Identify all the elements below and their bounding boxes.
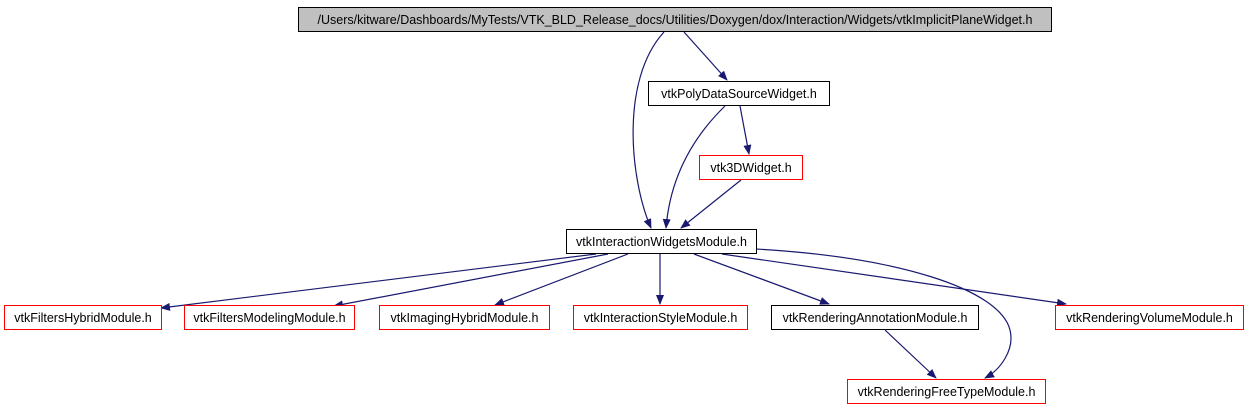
node-box [566, 229, 757, 254]
edge-iwm-to-fm [333, 253, 609, 309]
node-label: vtkRenderingFreeTypeModule.h [858, 385, 1036, 399]
node-box [573, 305, 748, 330]
edges-layer [160, 31, 1067, 379]
node-box [184, 305, 355, 330]
node-rf[interactable]: vtkRenderingFreeTypeModule.h [847, 379, 1046, 404]
edge-root-to-iwm [632, 31, 665, 229]
edge-root-to-polydata [683, 31, 728, 81]
edge-iwm-to-fh [160, 253, 597, 311]
node-label: vtkRenderingAnnotationModule.h [783, 311, 968, 325]
node-box [648, 81, 830, 106]
node-ra[interactable]: vtkRenderingAnnotationModule.h [771, 305, 979, 330]
edge-iwm-to-rv [721, 253, 1067, 307]
edge-polydata-to-w3d [739, 105, 752, 155]
node-fh[interactable]: vtkFiltersHybridModule.h [4, 305, 162, 330]
node-w3d[interactable]: vtk3DWidget.h [699, 155, 803, 180]
edge-iwm-to-rf [735, 247, 1012, 379]
node-label: vtkFiltersHybridModule.h [14, 311, 152, 325]
node-polydata[interactable]: vtkPolyDataSourceWidget.h [648, 81, 830, 106]
edge-polydata-to-iwm [662, 105, 726, 229]
node-box [379, 305, 550, 330]
edge-iwm-to-ra [693, 253, 830, 305]
node-iwm[interactable]: vtkInteractionWidgetsModule.h [566, 229, 757, 254]
node-label: vtkRenderingVolumeModule.h [1066, 311, 1233, 325]
node-label: /Users/kitware/Dashboards/MyTests/VTK_BL… [318, 13, 1033, 27]
edge-w3d-to-iwm [680, 179, 742, 229]
node-rv[interactable]: vtkRenderingVolumeModule.h [1055, 305, 1244, 330]
edge-ra-to-rf [884, 329, 937, 379]
nodes-layer: /Users/kitware/Dashboards/MyTests/VTK_BL… [4, 7, 1244, 404]
node-fm[interactable]: vtkFiltersModelingModule.h [184, 305, 355, 330]
node-box [771, 305, 979, 330]
node-label: vtkInteractionStyleModule.h [584, 311, 738, 325]
node-label: vtkFiltersModelingModule.h [193, 311, 345, 325]
node-box [1055, 305, 1244, 330]
node-box [847, 379, 1046, 404]
node-box [298, 7, 1052, 32]
node-ih[interactable]: vtkImagingHybridModule.h [379, 305, 550, 330]
node-root: /Users/kitware/Dashboards/MyTests/VTK_BL… [298, 7, 1052, 32]
node-box [699, 155, 803, 180]
node-is[interactable]: vtkInteractionStyleModule.h [573, 305, 748, 330]
node-label: vtk3DWidget.h [710, 161, 791, 175]
edge-iwm-to-ih [494, 253, 629, 306]
node-box [4, 305, 162, 330]
node-label: vtkInteractionWidgetsModule.h [576, 235, 747, 249]
node-label: vtkPolyDataSourceWidget.h [661, 87, 817, 101]
node-label: vtkImagingHybridModule.h [391, 311, 539, 325]
